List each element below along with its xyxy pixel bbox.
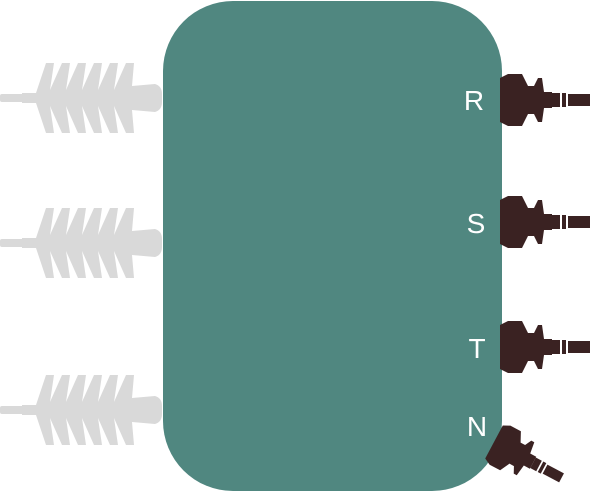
- hv-bushings: [0, 63, 162, 445]
- phase-label-r: R: [464, 85, 484, 116]
- phase-label-s: S: [467, 208, 486, 239]
- lv-bushing-t: [500, 321, 590, 373]
- hv-bushing-middle: [0, 208, 162, 278]
- lv-bushing-r: [500, 74, 590, 126]
- transformer-tank: [163, 1, 502, 491]
- hv-bushing-bottom: [0, 375, 162, 445]
- hv-bushing-top: [0, 63, 162, 133]
- phase-label-t: T: [468, 333, 485, 364]
- lv-bushing-s: [500, 196, 590, 248]
- phase-labels: R S T N: [464, 85, 487, 442]
- phase-label-n: N: [467, 411, 487, 442]
